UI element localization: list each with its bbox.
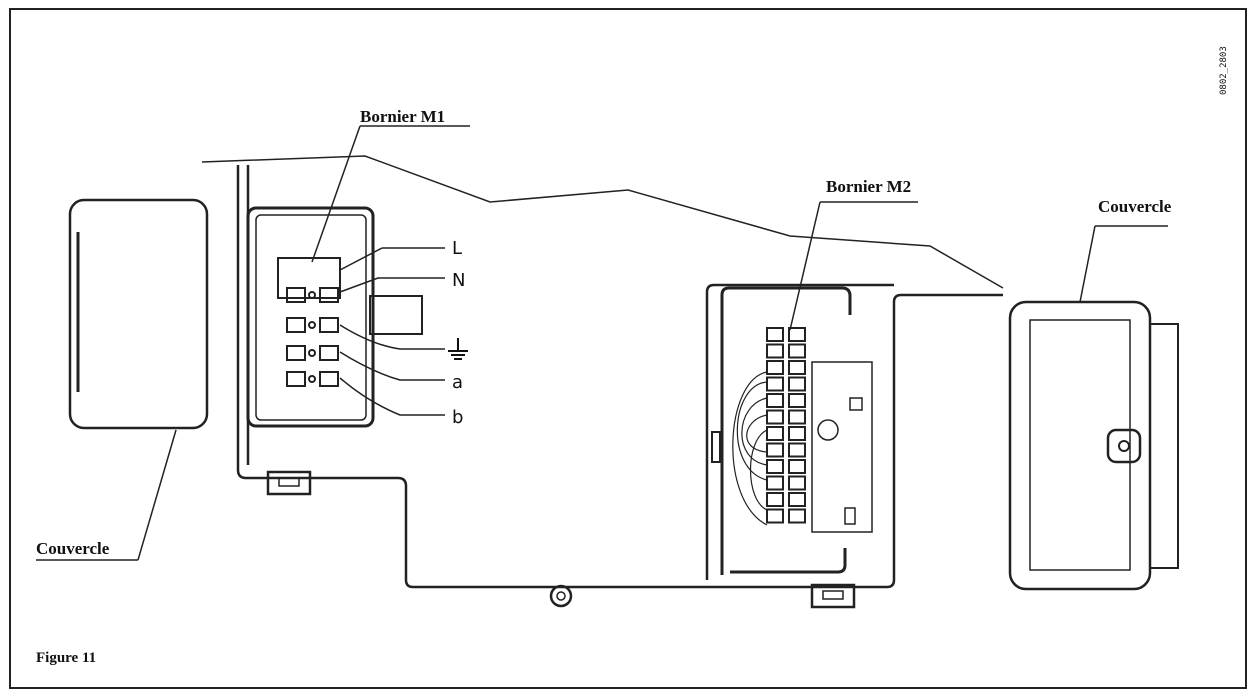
m2-terminal bbox=[788, 459, 806, 474]
left-cover-leader bbox=[36, 429, 177, 561]
m2-terminal bbox=[766, 360, 784, 375]
right-cover bbox=[1008, 225, 1179, 591]
left-cover bbox=[68, 198, 209, 430]
m2-terminal bbox=[788, 393, 806, 408]
m2-terminal bbox=[788, 475, 806, 491]
m2-terminal bbox=[788, 508, 806, 524]
m2-terminal bbox=[788, 343, 806, 359]
earth-ground-icon bbox=[448, 338, 468, 360]
document-code: 0802_2803 bbox=[1219, 46, 1229, 95]
bornier-m2 bbox=[711, 201, 918, 575]
m2-terminal bbox=[766, 409, 784, 425]
base-plate bbox=[201, 155, 1004, 609]
terminal-a-label: a bbox=[452, 372, 463, 393]
m2-terminal bbox=[766, 426, 784, 441]
terminal-b-label: b bbox=[452, 407, 463, 428]
m2-terminal bbox=[788, 492, 806, 507]
bornier-m2-label: Bornier M2 bbox=[826, 177, 911, 196]
couvercle-right-label: Couvercle bbox=[1098, 197, 1172, 216]
bornier-m1-label: Bornier M1 bbox=[360, 107, 445, 126]
m2-terminal bbox=[788, 376, 806, 392]
m2-terminal bbox=[766, 442, 784, 458]
m2-terminal bbox=[788, 360, 806, 375]
m2-terminal bbox=[766, 376, 784, 392]
m2-terminal bbox=[766, 393, 784, 408]
terminal-l-label: L bbox=[452, 238, 462, 259]
m2-terminal bbox=[788, 409, 806, 425]
terminal-n-label: N bbox=[452, 270, 465, 291]
m2-terminal bbox=[766, 492, 784, 507]
figure-frame bbox=[9, 8, 1247, 689]
m2-terminal bbox=[766, 327, 784, 342]
m2-terminal bbox=[766, 475, 784, 491]
m2-terminal bbox=[788, 327, 806, 342]
m2-terminal bbox=[766, 459, 784, 474]
m2-terminal bbox=[788, 426, 806, 441]
figure-caption: Figure 11 bbox=[36, 650, 96, 666]
m2-terminal bbox=[788, 442, 806, 458]
m2-terminal bbox=[766, 508, 784, 524]
bornier-m1 bbox=[246, 125, 470, 428]
m2-terminal bbox=[766, 343, 784, 359]
couvercle-left-label: Couvercle bbox=[36, 539, 110, 558]
